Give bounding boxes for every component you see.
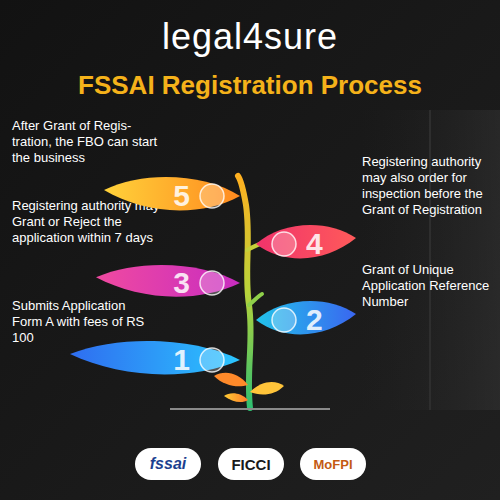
logo-text: MoFPI xyxy=(314,457,353,472)
step-description: Registering authority may also order for… xyxy=(362,154,494,218)
step-number: 4 xyxy=(306,229,323,259)
step-number: 1 xyxy=(173,345,190,375)
leaf-step: 2Grant of Unique Application Reference N… xyxy=(256,300,356,340)
leaf-shape xyxy=(104,176,240,216)
leaf-step: 5After Grant of Regis- tration, the FBO … xyxy=(104,176,240,216)
leaf-step: 1Submits Application Form A with fees of… xyxy=(70,340,240,380)
partner-logo: fssai xyxy=(135,448,201,480)
step-description: After Grant of Regis- tration, the FBO c… xyxy=(12,118,162,166)
partner-logo: MoFPI xyxy=(300,448,366,480)
logo-text: fssai xyxy=(150,455,186,473)
leaf-shape xyxy=(70,340,240,380)
title: FSSAI Registration Process xyxy=(0,70,500,101)
partner-logo: FICCI xyxy=(218,448,284,480)
step-number: 3 xyxy=(173,268,190,298)
step-number: 2 xyxy=(306,305,323,335)
step-description: Registering authority may Grant or Rejec… xyxy=(12,198,162,246)
leaf-step: 4Registering authority may also order fo… xyxy=(256,224,356,264)
leaf-step: 3Registering authority may Grant or Reje… xyxy=(96,264,240,302)
logo-text: FICCI xyxy=(231,456,270,473)
step-description: Submits Application Form A with fees of … xyxy=(12,298,152,346)
brand-logo: legal4sure xyxy=(0,16,500,58)
leaf-shape xyxy=(96,264,240,302)
step-description: Grant of Unique Application Reference Nu… xyxy=(362,262,494,310)
step-number: 5 xyxy=(173,181,190,211)
